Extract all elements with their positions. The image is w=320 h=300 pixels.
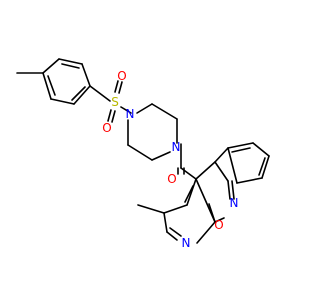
piperazine-nitrogen-right: N	[172, 140, 181, 154]
sulfonyl-oxygen-bottom: O	[102, 121, 111, 135]
carbonyl-oxygen: O	[167, 172, 176, 186]
atom-labels: S O O N N O N O N	[102, 69, 238, 250]
isoxazole-oxygen: O	[214, 218, 223, 232]
sulfur-atom: S	[111, 95, 119, 109]
piperazine-nitrogen-left: N	[126, 107, 135, 121]
isoxazole-nitrogen: N	[230, 196, 239, 210]
bond-lines	[16, 58, 270, 244]
pyridine-nitrogen: N	[182, 236, 191, 250]
molecule-structure: S O O N N O N O N	[16, 58, 270, 250]
sulfonyl-oxygen-top: O	[117, 69, 126, 83]
